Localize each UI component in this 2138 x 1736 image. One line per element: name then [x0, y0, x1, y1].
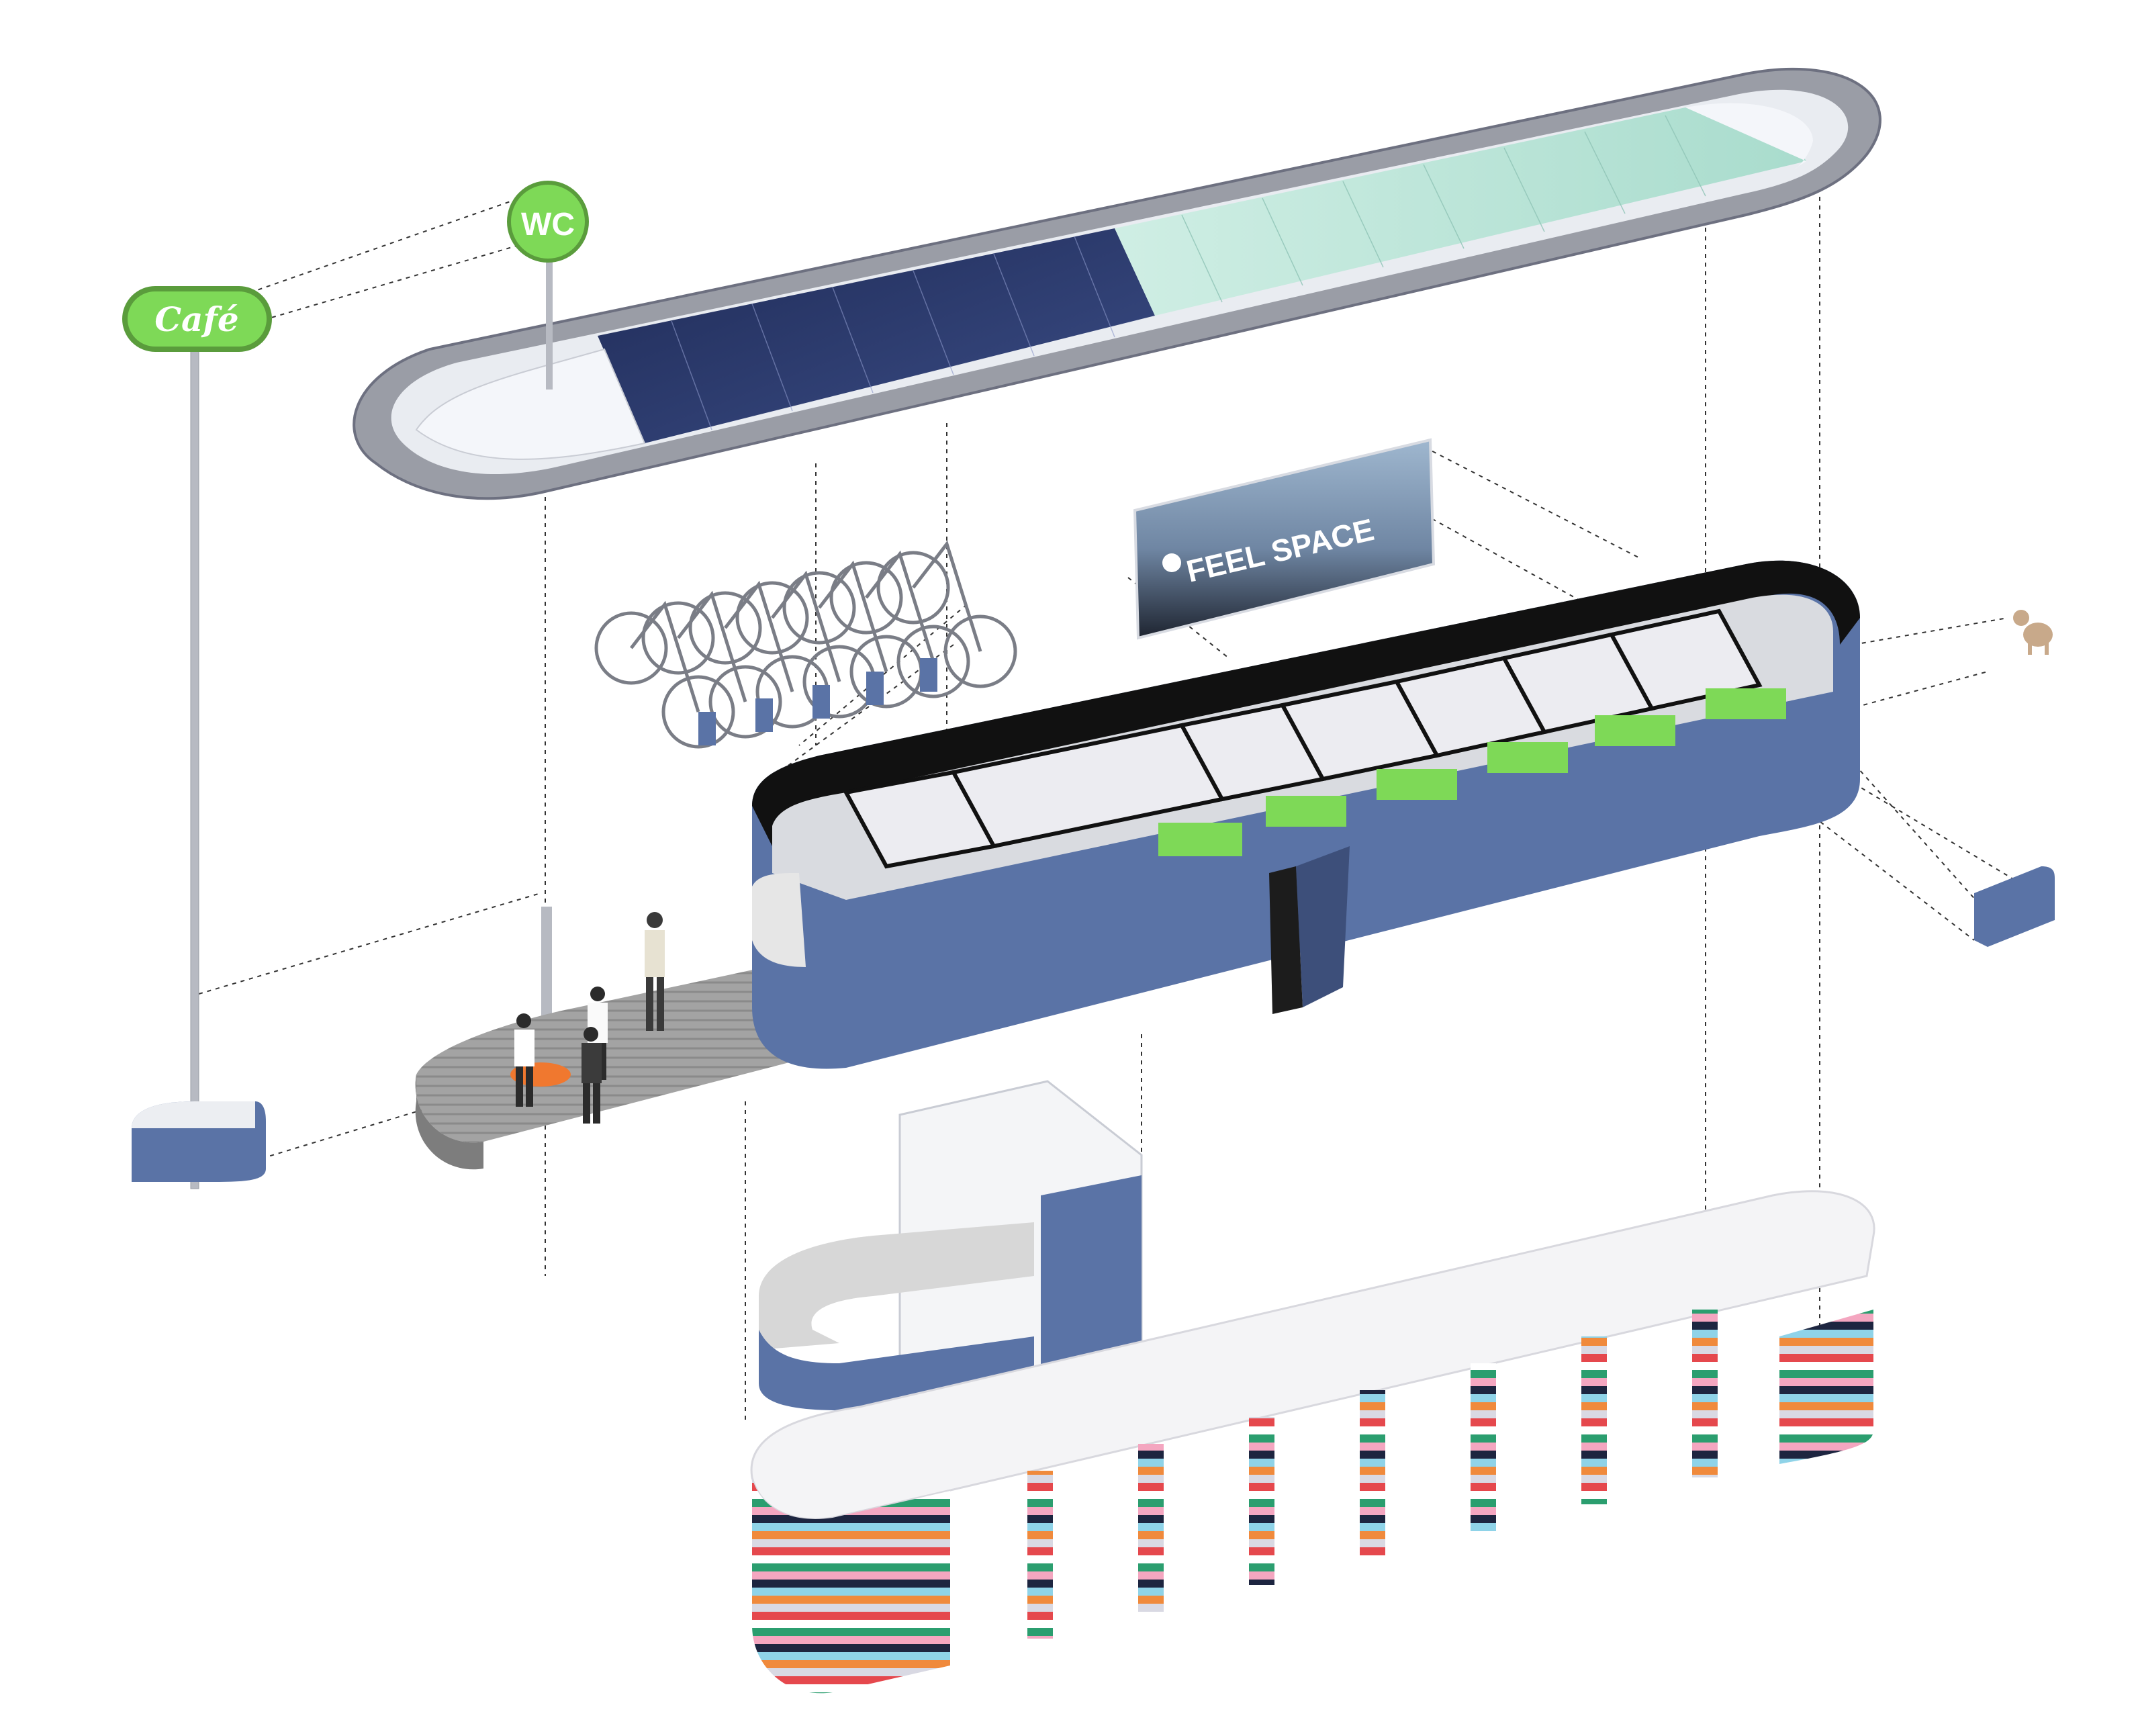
dog-icon — [2013, 610, 2053, 655]
guide-line — [241, 201, 511, 296]
cafe-sign-post: Café — [122, 286, 272, 1189]
cafe-interior-module — [759, 1080, 1143, 1410]
guide-line — [1853, 617, 2008, 645]
round-seat — [510, 1062, 571, 1087]
cafe-sign-label: Café — [154, 300, 239, 339]
guide-line — [1846, 778, 2015, 880]
billboard-logo-icon — [1162, 553, 1181, 572]
striped-base — [750, 1190, 1875, 1694]
guide-line — [1799, 805, 1975, 941]
guide-line — [198, 893, 541, 995]
cafe-counter-window — [752, 873, 806, 967]
wc-sign-post: WC — [507, 181, 589, 1041]
toilet-module — [752, 560, 1860, 1069]
waste-bin-module — [1974, 866, 2055, 947]
cafe-sign-icon: Café — [122, 286, 272, 352]
striped-columns — [1027, 1310, 1718, 1639]
guide-line — [228, 1013, 739, 1169]
solar-panel-array — [598, 228, 1155, 443]
people — [514, 912, 665, 1124]
guide-line — [1819, 725, 1988, 914]
boardwalk-deck — [415, 967, 846, 1170]
bike-docks — [698, 658, 937, 745]
glass-roof-section — [1115, 106, 1806, 316]
wc-sign-label: WC — [521, 207, 575, 242]
toilet-symbol-icon — [1158, 688, 1786, 856]
person-icon — [514, 1013, 534, 1107]
bicycle-icon — [876, 540, 1017, 688]
person-icon — [582, 1027, 602, 1124]
roof-canopy — [353, 67, 1881, 500]
open-door — [1296, 846, 1350, 1007]
cafe-kiosk-module — [132, 1101, 266, 1182]
billboard: FEEL SPACE — [1133, 438, 1436, 640]
wc-sign-icon: WC — [507, 181, 589, 263]
guide-line — [1416, 443, 1639, 558]
guide-line — [254, 241, 531, 323]
person-icon — [645, 912, 665, 1031]
